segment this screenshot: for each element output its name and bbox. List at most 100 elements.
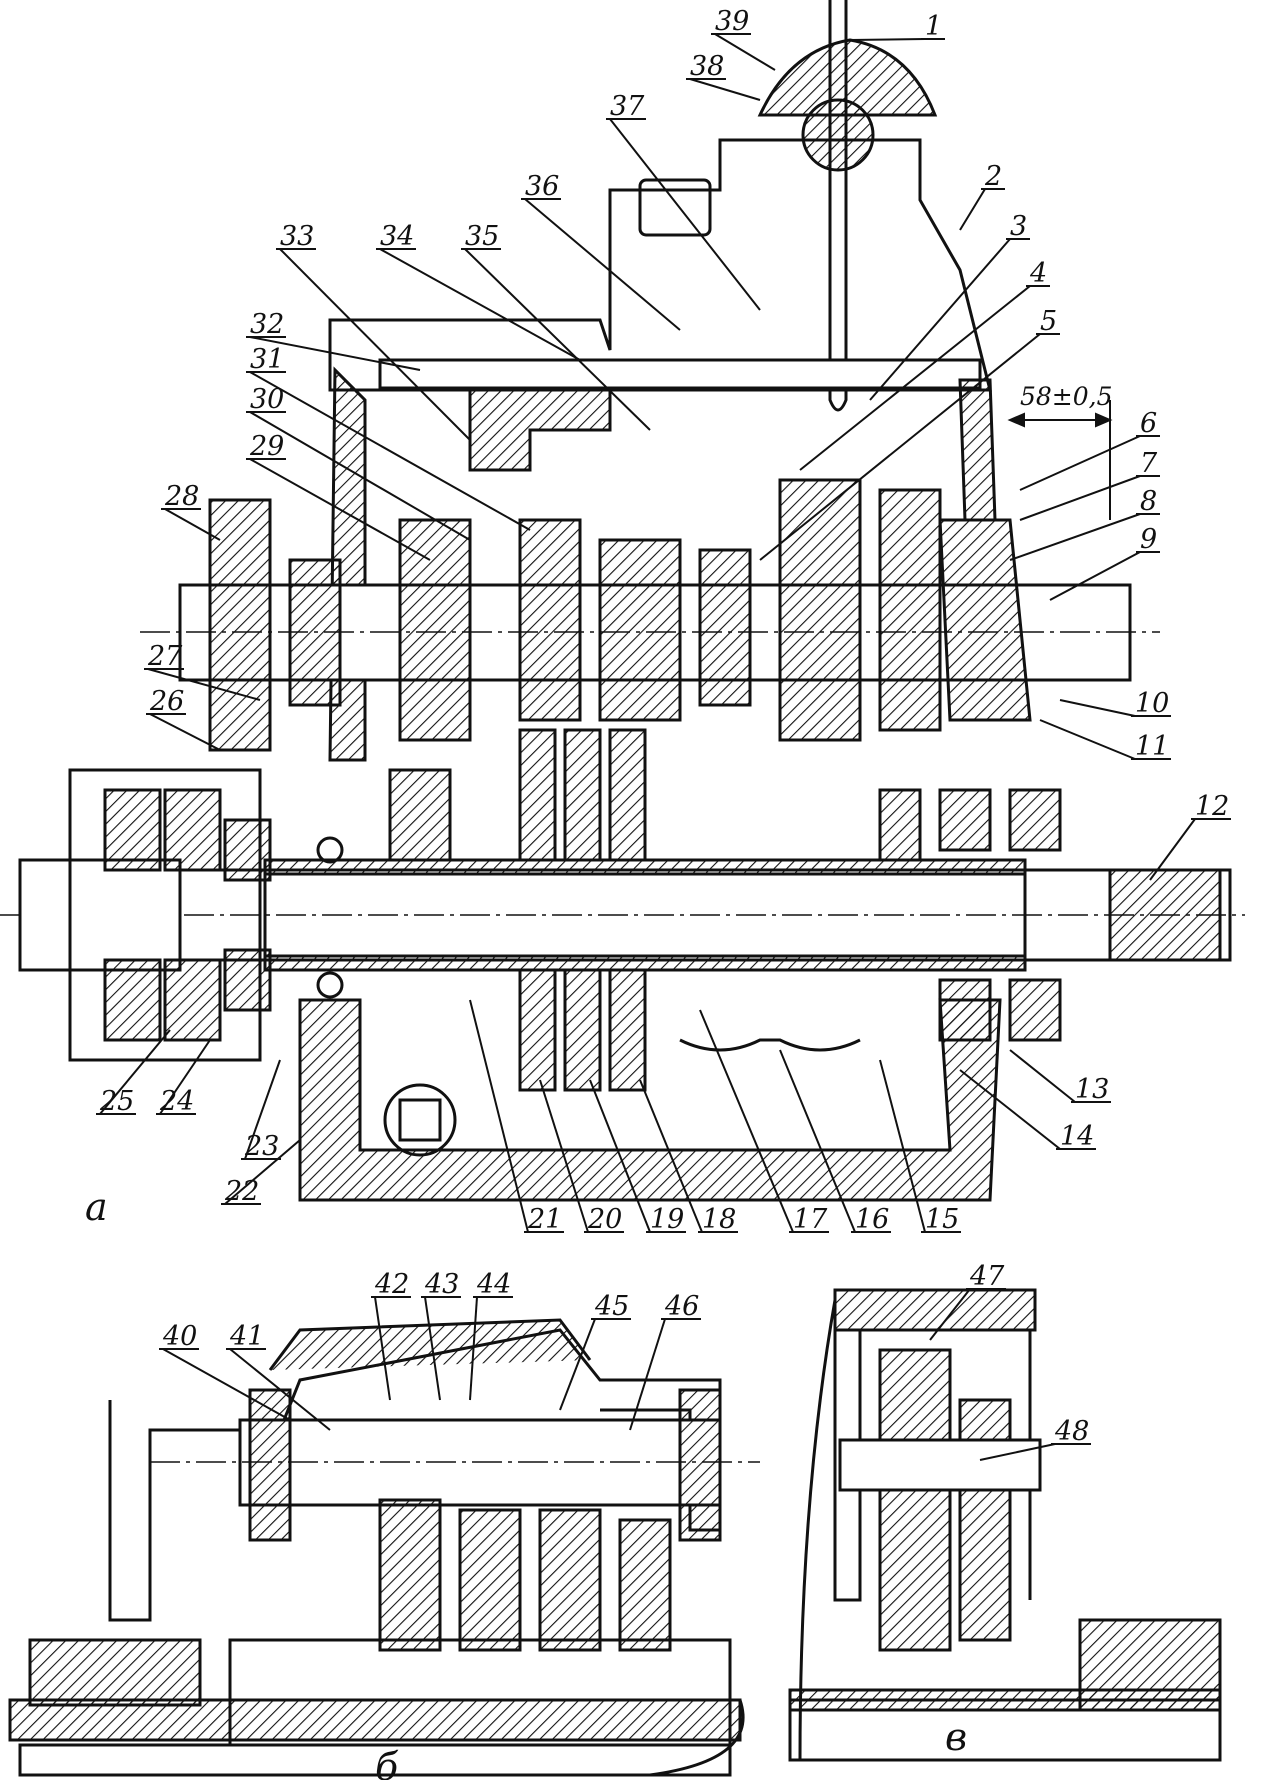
left-bearing-5 xyxy=(223,818,272,882)
sleeve-hatch-bottom xyxy=(263,954,1027,972)
part-label-7: 7 xyxy=(1140,448,1158,479)
left-bearing-6 xyxy=(223,948,272,1012)
left-bearing-housing xyxy=(68,768,262,1062)
leader-line-7 xyxy=(1019,475,1141,521)
part-label-18: 18 xyxy=(702,1204,736,1235)
view-c-right-housing xyxy=(1078,1618,1222,1712)
view-c-gear-1 xyxy=(878,1348,952,1652)
view-c-top xyxy=(833,1288,1037,1332)
part-label-24: 24 xyxy=(159,1086,194,1117)
view-letter-b: б xyxy=(375,1745,399,1780)
leader-line-36 xyxy=(524,198,681,331)
view-b-bearing-l xyxy=(248,1388,292,1542)
leader-line-48 xyxy=(979,1443,1056,1461)
left-bearing-1 xyxy=(103,788,162,872)
leader-line-44 xyxy=(469,1296,478,1401)
leader-line-30 xyxy=(249,411,471,541)
leader-line-9 xyxy=(1049,551,1141,601)
part-label-16: 16 xyxy=(855,1204,889,1235)
part-label-28: 28 xyxy=(164,481,199,512)
part-label-30: 30 xyxy=(250,384,284,415)
part-label-45: 45 xyxy=(594,1291,629,1322)
part-label-31: 31 xyxy=(250,344,284,375)
leader-line-27 xyxy=(147,668,261,701)
leader-line-24 xyxy=(159,1039,211,1115)
pin-left xyxy=(316,836,344,864)
part-label-12: 12 xyxy=(1195,791,1229,822)
view-a-section xyxy=(0,0,1245,1202)
lever-ball xyxy=(801,98,875,172)
left-bearing-3 xyxy=(163,788,222,872)
part-label-4: 4 xyxy=(1029,258,1047,289)
leader-line-32 xyxy=(249,336,421,371)
leader-line-46 xyxy=(629,1318,666,1431)
part-number-labels: 1234567891011121314151617181920212223242… xyxy=(99,6,1229,1447)
gear-upper-3 xyxy=(598,538,682,722)
gear-upper-5 xyxy=(878,488,942,732)
shift-rail xyxy=(378,358,982,390)
leader-line-2 xyxy=(959,188,986,231)
part-label-33: 33 xyxy=(280,221,314,252)
view-c-section xyxy=(788,1288,1222,1762)
part-label-15: 15 xyxy=(925,1204,959,1235)
part-label-29: 29 xyxy=(249,431,284,462)
part-label-2: 2 xyxy=(984,161,1002,192)
view-b-output xyxy=(8,1698,742,1742)
left-bearing-4 xyxy=(163,958,222,1042)
gear-lower-8 xyxy=(878,788,922,862)
view-c-gear-2 xyxy=(958,1398,1012,1642)
gear-upper-2 xyxy=(518,518,582,722)
drain-plug-head xyxy=(398,1098,442,1142)
right-bearing-4 xyxy=(1008,978,1062,1042)
part-label-26: 26 xyxy=(149,686,184,717)
leader-line-45 xyxy=(559,1318,596,1411)
leader-lines xyxy=(96,33,1231,1461)
part-label-25: 25 xyxy=(99,1086,134,1117)
gear-upper-4 xyxy=(778,478,862,742)
part-label-11: 11 xyxy=(1135,731,1169,762)
part-label-19: 19 xyxy=(650,1204,684,1235)
view-b-bearing-r xyxy=(678,1388,722,1542)
left-coupling xyxy=(18,858,182,972)
part-label-41: 41 xyxy=(229,1321,264,1352)
leader-line-42 xyxy=(374,1296,391,1401)
part-label-39: 39 xyxy=(715,6,749,37)
view-letter-a: а xyxy=(85,1185,108,1229)
part-label-42: 42 xyxy=(374,1269,409,1300)
leader-line-3 xyxy=(869,238,1011,401)
part-label-14: 14 xyxy=(1060,1121,1094,1152)
part-label-6: 6 xyxy=(1140,408,1157,439)
part-label-3: 3 xyxy=(1010,211,1027,242)
part-label-21: 21 xyxy=(527,1204,562,1235)
part-label-38: 38 xyxy=(690,51,724,82)
drain-plug xyxy=(383,1083,457,1157)
input-bearing-left xyxy=(288,558,342,707)
leader-line-43 xyxy=(424,1296,441,1401)
input-bearing-mid xyxy=(698,548,752,707)
gear-lower-5 xyxy=(518,968,557,1092)
view-letter-c: в xyxy=(945,1715,967,1759)
view-b-output-core xyxy=(18,1743,732,1777)
leader-line-11 xyxy=(1039,719,1136,760)
leader-line-37 xyxy=(609,118,761,311)
view-c-outline xyxy=(798,1299,837,1761)
leader-line-20 xyxy=(539,1079,589,1233)
leader-line-40 xyxy=(162,1348,291,1421)
case-right-wall xyxy=(958,378,997,522)
leader-line-18 xyxy=(639,1079,703,1233)
leader-line-14 xyxy=(959,1069,1061,1150)
dimension-58 xyxy=(1007,400,1113,520)
view-b-gear-4 xyxy=(618,1518,672,1652)
leader-line-38 xyxy=(689,78,761,101)
right-coupling xyxy=(1108,868,1222,962)
part-label-8: 8 xyxy=(1140,486,1157,517)
leader-line-23 xyxy=(244,1059,281,1160)
leader-line-17 xyxy=(699,1009,794,1233)
shifter-housing xyxy=(328,138,992,392)
pin-right xyxy=(316,971,344,999)
leader-line-29 xyxy=(249,458,431,561)
part-label-13: 13 xyxy=(1075,1074,1109,1105)
leader-line-1 xyxy=(849,38,926,41)
part-label-10: 10 xyxy=(1135,688,1169,719)
